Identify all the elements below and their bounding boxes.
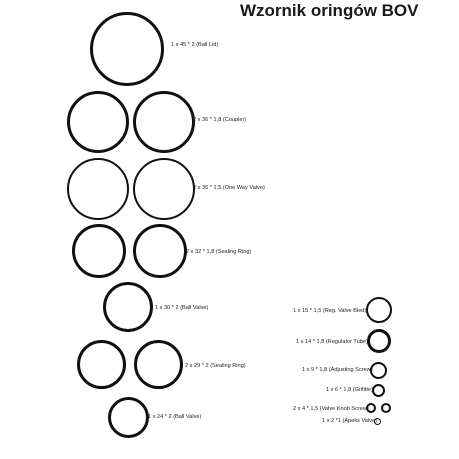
oring-one-way-valve-icon (133, 158, 195, 220)
oring-label-ball-lid: 1 x 45 * 2 (Ball Lid) (171, 42, 219, 48)
oring-valve-knob-screw-icon (366, 403, 376, 413)
oring-apeks-valve-icon (374, 418, 381, 425)
oring-one-way-valve-icon (67, 158, 129, 220)
oring-label-apeks-valve: 1 x 2 *1 (Apeks Valve) (322, 418, 377, 424)
oring-valve-knob-screw-icon (381, 403, 391, 413)
oring-sealing-ring-32-icon (133, 224, 187, 278)
oring-ball-valve-30-icon (103, 282, 153, 332)
oring-ball-lid-icon (90, 12, 164, 86)
oring-label-valve-knob-screw: 2 x 4 * 1,5 (Valve Knob Screw) (293, 406, 369, 412)
oring-label-ball-valve-24: 1 x 24 * 2 (Ball Valve) (148, 414, 202, 420)
oring-label-one-way-valve: 2 x 36 * 1,5 (One Way Valve) (193, 185, 265, 191)
oring-sealing-ring-29-icon (134, 340, 183, 389)
oring-grifitte-icon (372, 384, 385, 397)
oring-label-regulator-tube: 1 x 14 * 1,8 (Regulator Tube) (296, 339, 368, 345)
oring-coupler-icon (67, 91, 129, 153)
oring-adjusting-screw-icon (370, 362, 387, 379)
oring-reg-valve-bled-icon (366, 297, 392, 323)
page-title: Wzornik oringów BOV (240, 1, 419, 20)
oring-sealing-ring-29-icon (77, 340, 126, 389)
oring-label-grifitte: 1 x 6 * 1,8 (Grifitte) (326, 387, 373, 393)
oring-label-coupler: 2 x 36 * 1,8 (Coupler) (193, 117, 247, 123)
oring-label-reg-valve-bled: 1 x 15 * 1,5 (Reg. Valve Bled) (293, 308, 367, 314)
oring-label-adjusting-screw: 1 x 9 * 1,8 (Adjusting Screw) (302, 367, 373, 373)
oring-regulator-tube-icon (367, 329, 391, 353)
oring-label-ball-valve-30: 1 x 30 * 2 (Ball Valve) (155, 305, 209, 311)
oring-label-sealing-ring-29: 2 x 29 * 2 (Sealing Ring) (185, 363, 246, 369)
oring-ball-valve-24-icon (108, 397, 149, 438)
oring-label-sealing-ring-32: 2 x 32 * 1,8 (Sealing Ring) (186, 249, 252, 255)
oring-coupler-icon (133, 91, 195, 153)
oring-sealing-ring-32-icon (72, 224, 126, 278)
